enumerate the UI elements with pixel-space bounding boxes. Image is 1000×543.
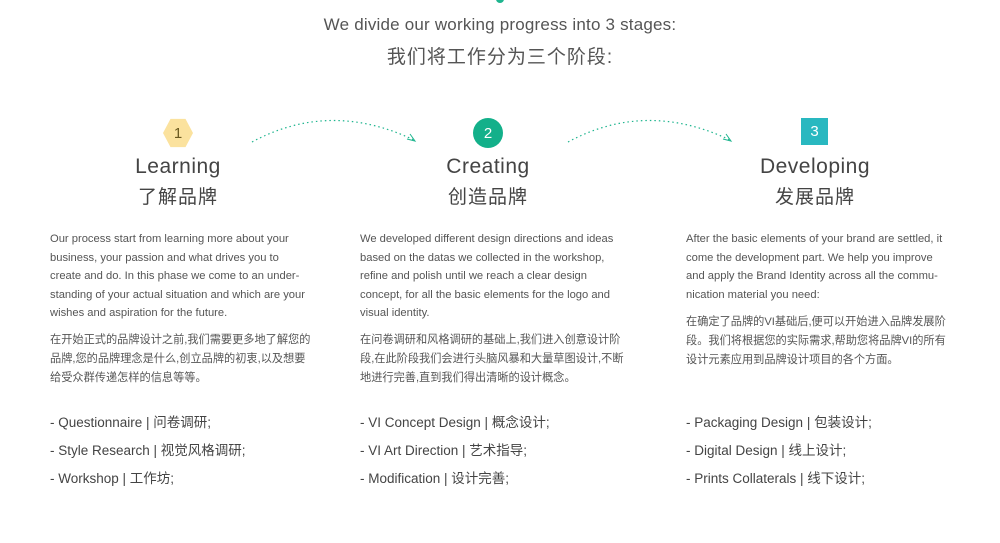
stage-2-deliverables: - VI Concept Design | 概念设计; - VI Art Dir…	[360, 413, 550, 497]
stage-2-title-en: Creating	[446, 155, 530, 178]
stage-1-description-zh: 在开始正式的品牌设计之前,我们需要更多地了解您的品牌,您的品牌理念是什么,创立品…	[50, 334, 311, 384]
intro-title-en: We divide our working progress into 3 st…	[323, 15, 677, 34]
list-item: - VI Concept Design | 概念设计;	[360, 415, 550, 430]
intro-title-zh: 我们将工作分为三个阶段:	[386, 47, 614, 68]
list-item: - VI Art Direction | 艺术指导;	[360, 443, 528, 458]
stage-3-title-zh: 发展品牌	[774, 187, 855, 208]
stage-3-title-en: Developing	[759, 155, 871, 178]
stage-2-title-zh: 创造品牌	[447, 187, 528, 208]
list-item: - Packaging Design | 包装设计;	[686, 415, 872, 430]
stage-1-description-en: Our process start from learning more abo…	[50, 233, 305, 319]
stage-1-deliverables: - Questionnaire | 问卷调研; - Style Research…	[50, 413, 246, 497]
list-item: - Workshop | 工作坊;	[50, 471, 175, 486]
stage-3-number: 3	[810, 123, 819, 140]
list-item: - Questionnaire | 问卷调研;	[50, 415, 212, 430]
list-item: - Modification | 设计完善;	[360, 471, 510, 486]
stage-2-description-zh: 在问卷调研和风格调研的基础上,我们进入创意设计阶段,在此阶段我们会进行头脑风暴和…	[360, 334, 624, 384]
stage-2-description-en: We developed different design directions…	[360, 233, 614, 319]
top-decoration-dot	[496, 0, 504, 3]
stage-1-title-en: Learning	[135, 155, 221, 178]
stage-1-number: 1	[173, 124, 183, 142]
stage-3-description-zh: 在确定了品牌的VI基础后,便可以开始进入品牌发展阶段。我们将根据您的实际需求,帮…	[686, 316, 946, 366]
stage-1-title-zh: 了解品牌	[137, 187, 218, 208]
connector-arrow-1	[251, 119, 417, 143]
stage-2-number: 2	[483, 124, 493, 142]
stage-3-deliverables: - Packaging Design | 包装设计; - Digital Des…	[686, 413, 872, 497]
connector-arrow-2	[567, 119, 733, 143]
stage-3-description-en: After the basic elements of your brand a…	[686, 233, 943, 301]
list-item: - Digital Design | 线上设计;	[686, 443, 847, 458]
stage-3-badge: 3	[801, 118, 828, 145]
stage-2-badge: 2	[473, 118, 503, 148]
list-item: - Style Research | 视觉风格调研;	[50, 443, 246, 458]
list-item: - Prints Collaterals | 线下设计;	[686, 471, 866, 486]
stage-1-badge: 1	[163, 118, 193, 148]
